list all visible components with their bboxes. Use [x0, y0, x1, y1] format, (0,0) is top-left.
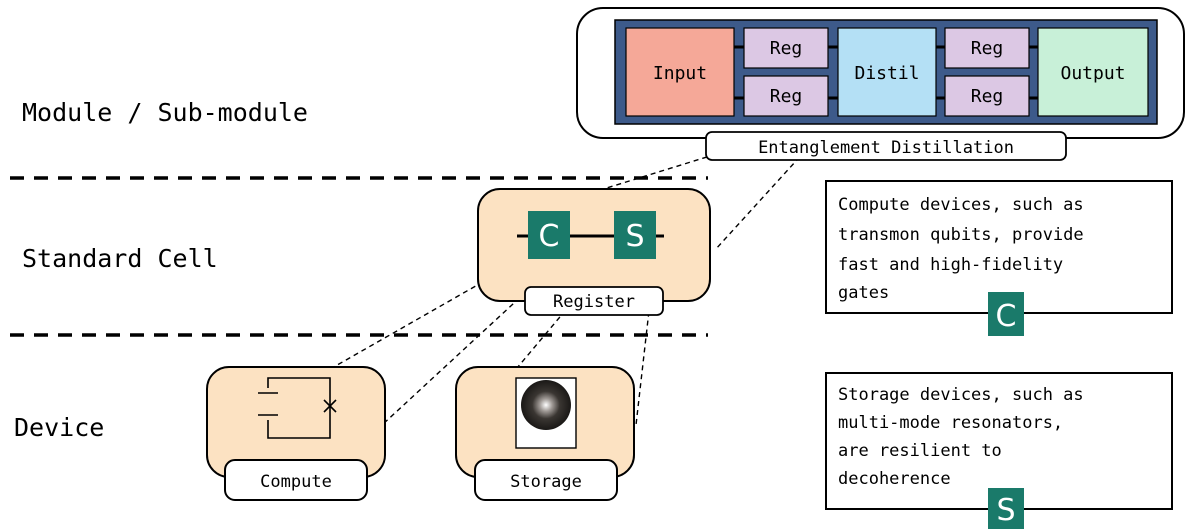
input-block: [625, 27, 735, 117]
storage-note-line-4: decoherence: [838, 469, 951, 489]
register-cell: [477, 188, 711, 302]
module-caption-box: [705, 131, 1067, 161]
input-label: Input: [653, 63, 707, 84]
transmon-circuit-icon: [258, 377, 337, 439]
output-label: Output: [1060, 63, 1125, 84]
compute-badge-label: C: [539, 219, 560, 254]
reg-block-bottom-left: [743, 75, 829, 117]
storage-caption-box: [474, 459, 618, 501]
storage-note-badge: [988, 488, 1024, 529]
output-block: [1037, 27, 1149, 117]
storage-note-line-2: multi-mode resonators,: [838, 413, 1063, 433]
level-label-device: Device: [14, 413, 104, 442]
compute-note-line-2: transmon qubits, provide: [838, 225, 1084, 245]
register-caption: Register: [553, 292, 635, 312]
storage-note: [825, 372, 1173, 510]
reg-block-top-right: [944, 27, 1030, 69]
compute-note-line-3: fast and high-fidelity: [838, 255, 1063, 275]
register-caption-box: [524, 286, 664, 316]
distil-block: [837, 27, 937, 117]
level-label-cell: Standard Cell: [22, 244, 218, 273]
module-caption: Entanglement Distillation: [758, 138, 1014, 158]
compute-caption-box: [224, 459, 368, 501]
compute-note-line-1: Compute devices, such as: [838, 195, 1084, 215]
compute-caption: Compute: [260, 472, 332, 492]
storage-note-badge-label: S: [996, 493, 1015, 528]
storage-badge-label: S: [625, 219, 644, 254]
reg-label-top-right: Reg: [971, 38, 1004, 59]
reg-block-bottom-right: [944, 75, 1030, 117]
compute-note-badge-label: C: [996, 299, 1017, 334]
compute-note-badge: [988, 292, 1024, 336]
compute-badge: [528, 211, 570, 259]
distil-label: Distil: [854, 63, 919, 84]
storage-note-line-1: Storage devices, such as: [838, 385, 1084, 405]
reg-block-top-left: [743, 27, 829, 69]
storage-caption: Storage: [510, 472, 582, 492]
storage-badge: [614, 211, 656, 259]
storage-note-line-3: are resilient to: [838, 441, 1002, 461]
compute-note-line-4: gates: [838, 283, 889, 303]
compute-note: [825, 180, 1173, 314]
level-label-module: Module / Sub-module: [22, 98, 308, 127]
reg-label-bottom-right: Reg: [971, 86, 1004, 107]
resonator-icon: [521, 380, 571, 430]
reg-label-bottom-left: Reg: [770, 86, 803, 107]
reg-label-top-left: Reg: [770, 38, 803, 59]
